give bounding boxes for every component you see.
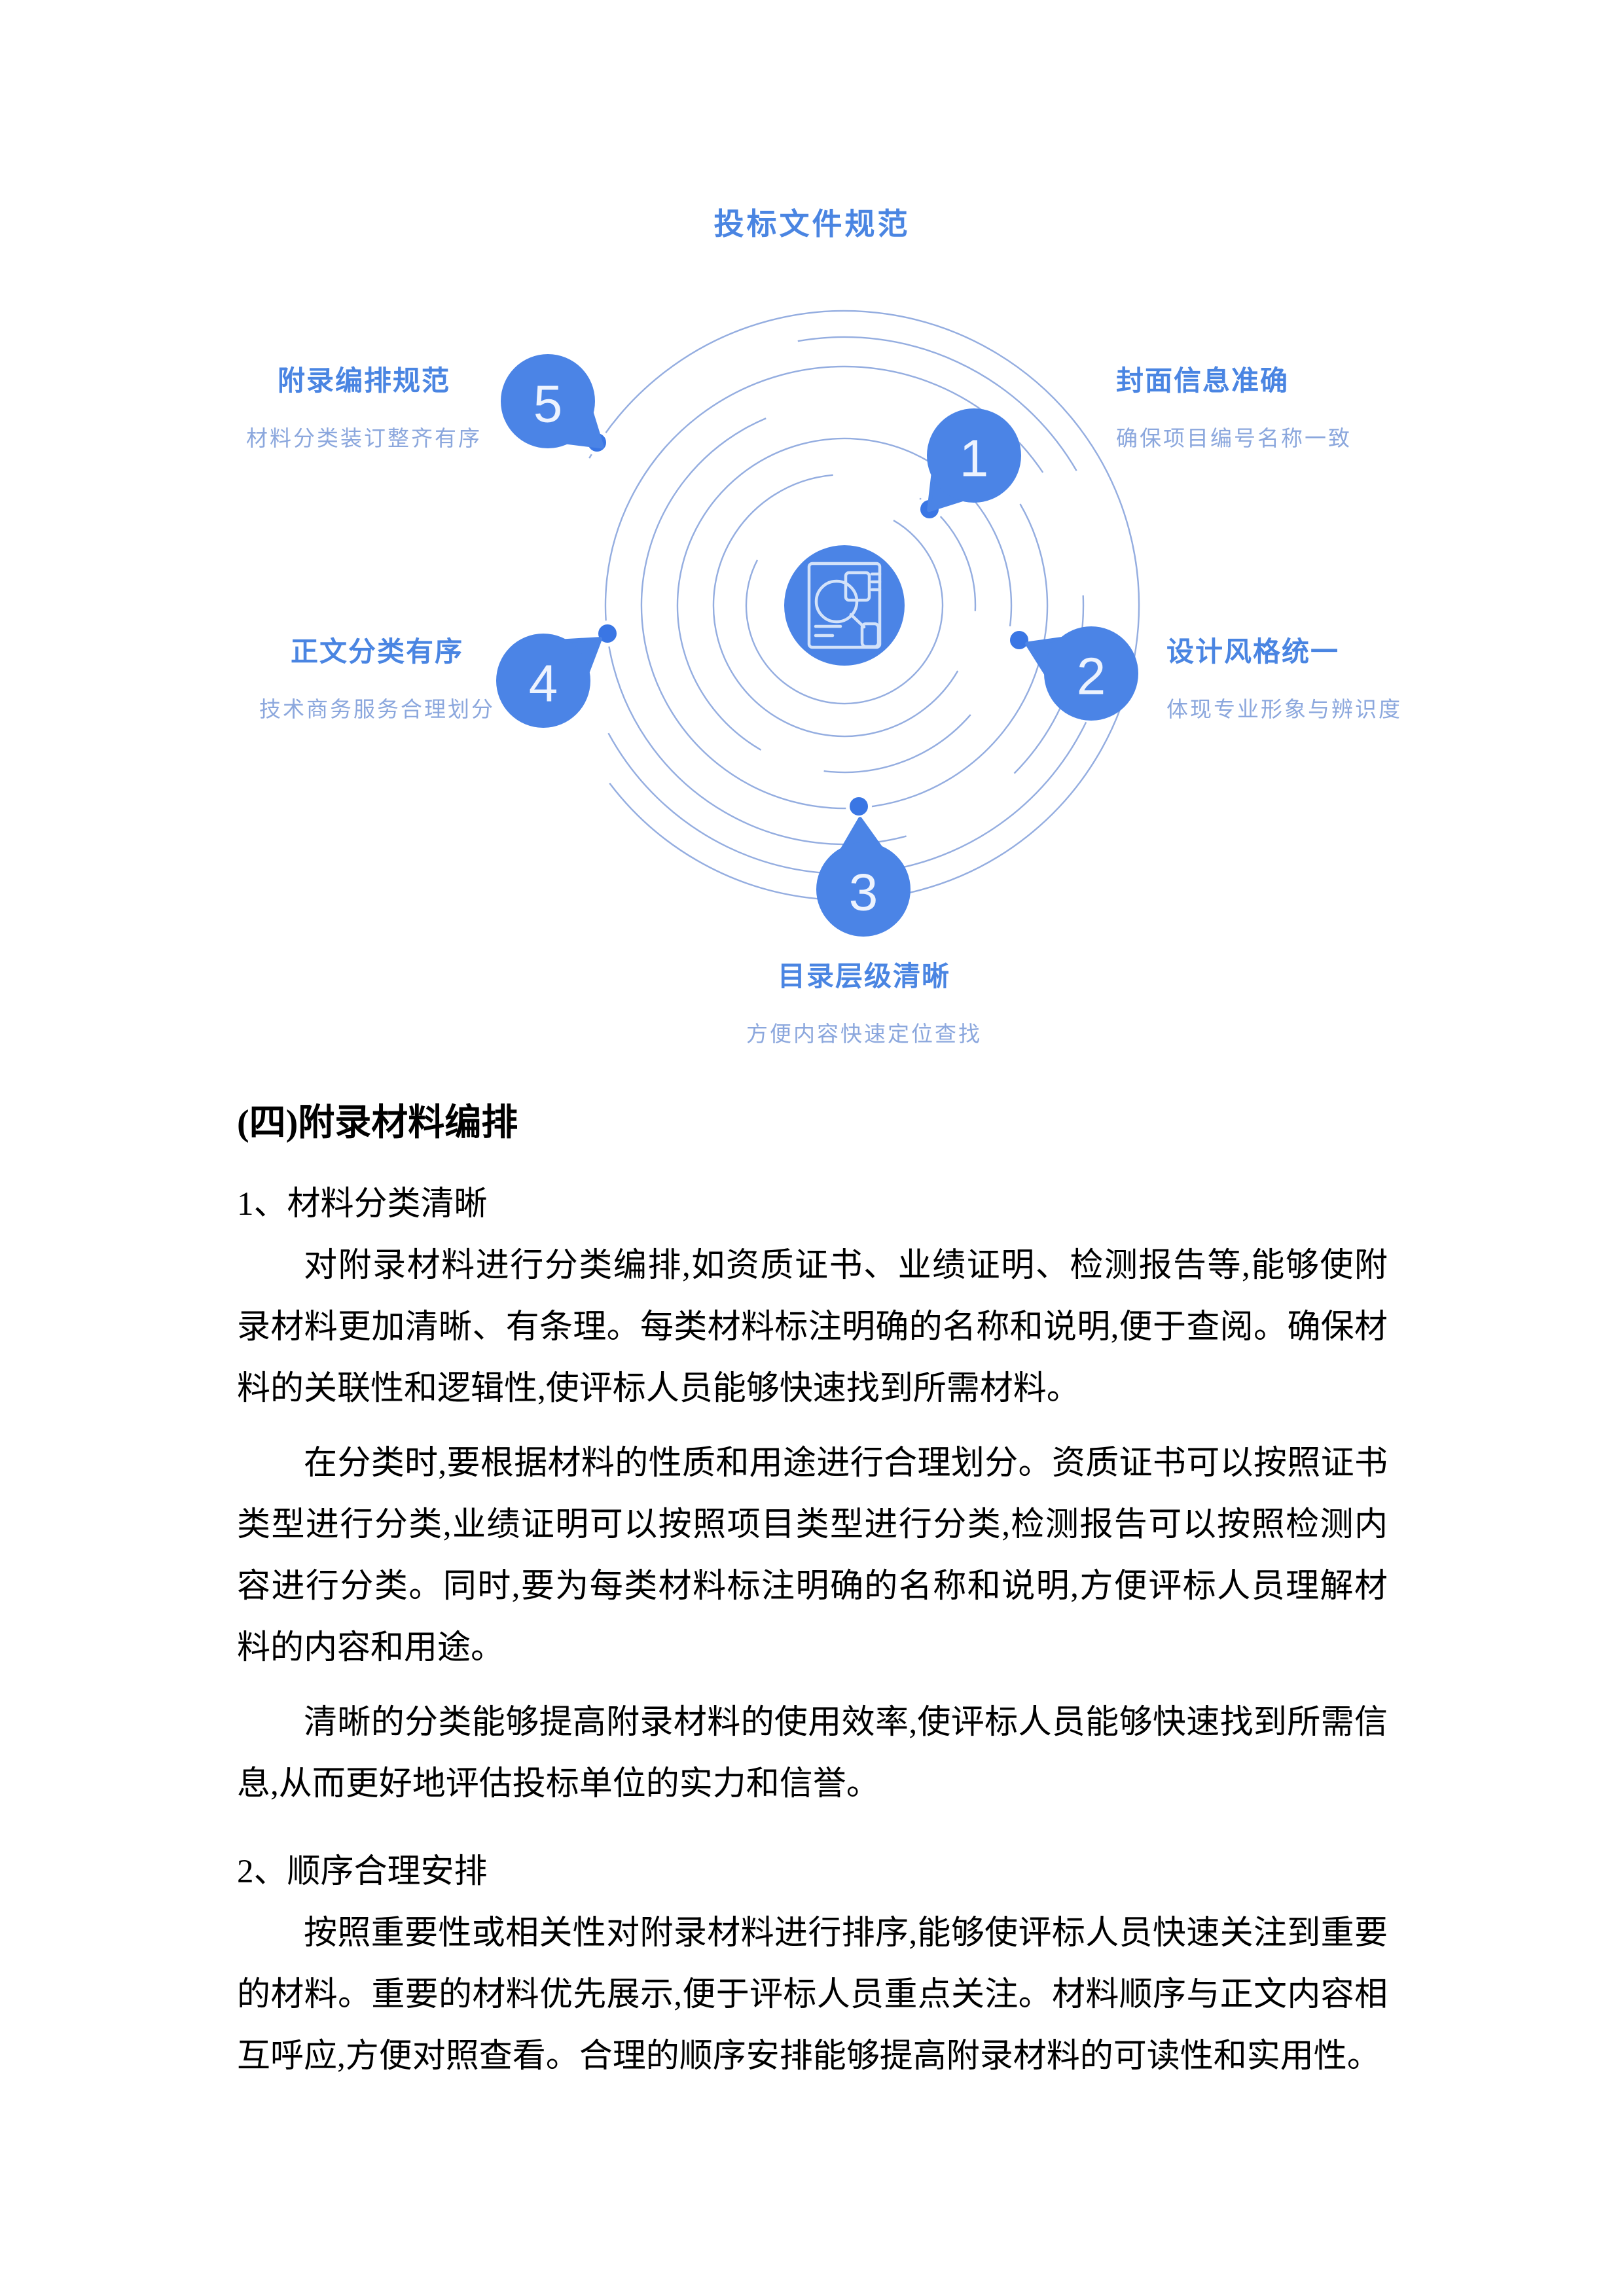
bubble-circle — [501, 354, 595, 448]
node-number-5: 5 — [533, 375, 563, 433]
subsection-1: 1、材料分类清晰 对附录材料进行分类编排,如资质证书、业绩证明、检测报告等,能够… — [237, 1174, 1388, 1815]
node-bubble-1: 1 — [927, 408, 1021, 512]
paragraph: 清晰的分类能够提高附录材料的使用效率,使评标人员能够快速找到所需信息,从而更好地… — [237, 1704, 1388, 1803]
node-label-3-title: 目录层级清晰 — [777, 961, 950, 992]
node-label-1-title: 封面信息准确 — [1116, 365, 1290, 396]
node-label-1: 封面信息准确 确保项目编号名称一致 — [1116, 359, 1352, 452]
orbit-dot-2 — [1006, 627, 1032, 653]
node-bubble-3: 3 — [816, 817, 911, 937]
node-bubble-4: 4 — [496, 634, 603, 728]
bid-document-diagram: 1 2 3 4 5 — [0, 0, 1624, 1073]
node-label-5-subtitle: 材料分类装订整齐有序 — [246, 426, 482, 450]
node-number-4: 4 — [529, 655, 558, 713]
node-number-3: 3 — [849, 863, 878, 922]
orbit-ring — [745, 506, 944, 705]
node-label-3: 目录层级清晰 方便内容快速定位查找 — [700, 954, 1028, 1048]
node-bubble-5: 5 — [501, 354, 604, 449]
subsection-2-heading: 2、顺序合理安排 — [237, 1854, 488, 1890]
bubble-circle — [816, 842, 911, 937]
subsection-2: 2、顺序合理安排 按照重要性或相关性对附录材料进行排序,能够使评标人员快速关注到… — [237, 1841, 1388, 2087]
node-label-2-title: 设计风格统一 — [1166, 636, 1340, 667]
paragraph: 在分类时,要根据材料的性质和用途进行合理划分。资质证书可以按照证书类型进行分类,… — [237, 1445, 1388, 1666]
node-label-3-subtitle: 方便内容快速定位查找 — [746, 1022, 982, 1046]
diagram-title: 投标文件规范 — [713, 207, 911, 241]
orbit-ring — [712, 473, 977, 738]
node-label-5-title: 附录编排规范 — [277, 365, 450, 396]
bubble-circle — [927, 408, 1021, 503]
node-label-5: 附录编排规范 材料分类装订整齐有序 — [200, 359, 528, 452]
document-body: (四)附录材料编排 1、材料分类清晰 对附录材料进行分类编排,如资质证书、业绩证… — [0, 1100, 1624, 2087]
node-label-1-subtitle: 确保项目编号名称一致 — [1116, 426, 1352, 450]
node-label-2: 设计风格统一 体现专业形象与辨识度 — [1166, 630, 1402, 723]
section-heading: (四)附录材料编排 — [237, 1103, 518, 1143]
node-label-4: 正文分类有序 技术商务服务合理划分 — [213, 630, 541, 723]
node-label-4-subtitle: 技术商务服务合理划分 — [259, 697, 495, 721]
node-number-2: 2 — [1077, 647, 1106, 706]
document-analysis-icon — [784, 545, 905, 666]
orbit-ring — [640, 401, 1049, 810]
orbit-dot-3 — [846, 793, 872, 819]
bubble-circle — [496, 634, 590, 728]
icon-document — [807, 562, 882, 649]
subsection-1-heading: 1、材料分类清晰 — [237, 1186, 488, 1223]
icon-lens — [814, 579, 859, 624]
paragraph: 对附录材料进行分类编排,如资质证书、业绩证明、检测报告等,能够使附录材料更加清晰… — [237, 1247, 1388, 1407]
node-number-1: 1 — [960, 429, 989, 488]
orbit-ring — [549, 310, 1140, 901]
bubble-circle — [1044, 626, 1138, 721]
node-bubble-2: 2 — [1025, 626, 1138, 721]
icon-tag — [860, 622, 880, 649]
node-label-4-title: 正文分类有序 — [290, 636, 463, 667]
orbital-diagram-canvas: 1 2 3 4 5 — [496, 310, 1140, 937]
node-label-2-subtitle: 体现专业形象与辨识度 — [1166, 697, 1402, 721]
paragraph: 按照重要性或相关性对附录材料进行排序,能够使评标人员快速关注到重要的材料。重要的… — [237, 1915, 1388, 2075]
